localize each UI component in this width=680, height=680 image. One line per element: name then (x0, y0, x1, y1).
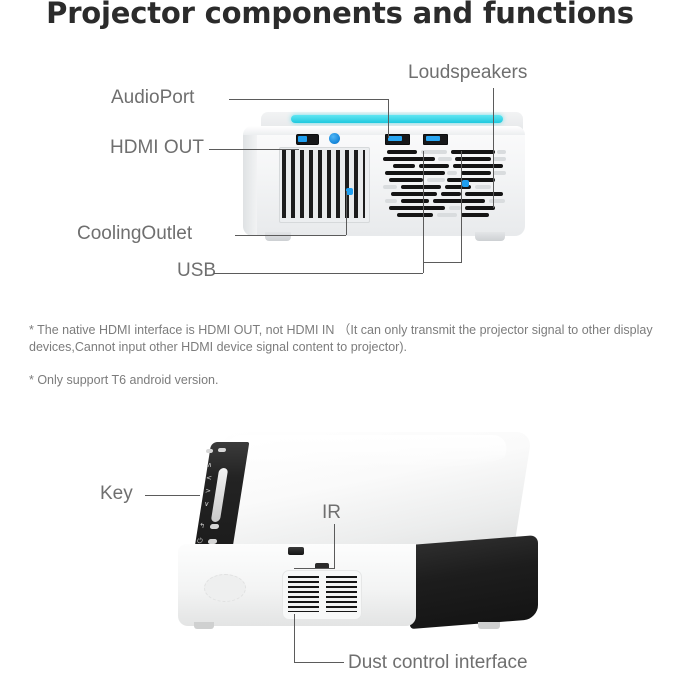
label-ir: IR (322, 502, 341, 523)
speaker-grille (383, 148, 507, 220)
dust-filter-grille-left (288, 576, 319, 612)
projector-foot-left (265, 232, 291, 241)
leader-audioport-horizontal (229, 99, 389, 100)
bottom-projector-foot-right (478, 622, 500, 629)
leader-audioport-vertical (388, 99, 389, 138)
leader-key-horizontal (145, 495, 200, 496)
label-key: Key (100, 483, 133, 504)
key-button-back (209, 524, 220, 529)
key-arrow-down-icon: ∨ (203, 500, 210, 508)
key-back-icon: ↰ (198, 522, 206, 530)
projector-top-view-illustration: ∧ < > ∨ ↰ ⏻ (178, 432, 538, 644)
black-side-panel (410, 534, 538, 630)
dust-filter-grille-right (326, 576, 357, 612)
label-cooling-outlet: CoolingOutlet (77, 223, 193, 244)
leader-usb-vertical-2 (461, 151, 462, 262)
hdmi-port (296, 134, 319, 145)
cooling-slots (282, 150, 365, 218)
leader-dust-horizontal (294, 662, 344, 663)
label-dust-control-interface: Dust control interface (348, 652, 528, 673)
leader-ir-horizontal (294, 568, 335, 569)
footnote-hdmi: * The native HDMI interface is HDMI OUT,… (29, 323, 653, 354)
label-usb: USB (177, 260, 217, 281)
usb-port-2 (423, 134, 448, 145)
footnote-android: * Only support T6 android version. (29, 373, 219, 387)
leader-coolingoutlet-vertical (346, 191, 347, 235)
cyan-light-strip (291, 115, 503, 123)
cooling-outlet-marker (346, 188, 353, 195)
projector-top-highlight (221, 435, 509, 469)
label-loudspeakers: Loudspeakers (408, 62, 528, 83)
page-title: Projector components and functions (46, 0, 634, 30)
projector-foot-right (475, 232, 505, 241)
label-hdmi-out: HDMI OUT (110, 137, 204, 158)
loudspeaker-marker (462, 180, 469, 187)
leader-hdmiout-horizontal (209, 149, 299, 150)
key-arrow-left-icon: < (205, 474, 213, 482)
leader-usb-branch (423, 262, 462, 263)
key-button-home (205, 449, 214, 453)
leader-loudspeakers-vertical (493, 88, 494, 208)
leader-usb-horizontal (214, 273, 423, 274)
leader-dust-vertical (294, 614, 295, 663)
projector-front-view-illustration (243, 112, 539, 252)
label-audioport: AudioPort (111, 87, 195, 108)
key-arrow-up-icon: ∧ (206, 461, 213, 469)
key-arrow-right-icon: > (204, 487, 212, 495)
audio-port (329, 133, 340, 144)
leader-ir-vertical (334, 524, 335, 568)
ir-receiver (288, 547, 304, 555)
dust-filter-latch (315, 563, 329, 568)
usb-port-1 (385, 134, 410, 145)
leader-coolingoutlet-horizontal (235, 235, 346, 236)
projector-top-edge (243, 126, 525, 135)
leader-usb-vertical-1 (423, 151, 424, 273)
bottom-projector-foot-left (194, 622, 214, 629)
key-button-menu (217, 448, 227, 452)
lens-area (204, 574, 246, 602)
